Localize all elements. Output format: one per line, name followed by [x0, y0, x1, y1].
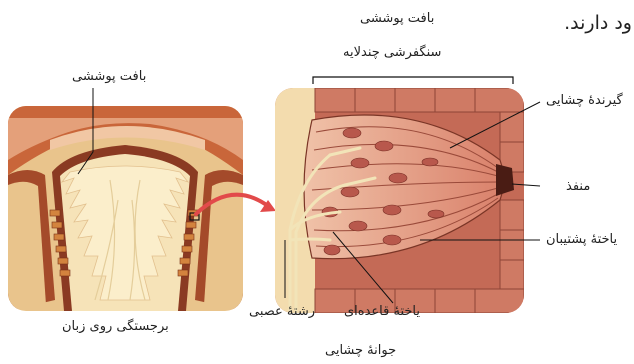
heading-fragment: ود دارند.	[564, 14, 632, 33]
papilla-label: برجستگی روی زبان	[62, 320, 169, 333]
tongue-papilla-illustration	[8, 106, 243, 311]
epithelium-left-label: بافت پوششی	[72, 70, 146, 83]
taste-bud-label: جوانهٔ چشایی	[325, 344, 396, 357]
epithelium-top-bracket	[313, 77, 513, 84]
pore-label: منفذ	[566, 180, 590, 193]
gustatory-receptor-label: گیرندهٔ چشایی	[546, 94, 623, 107]
nerve-fiber-label: رشتهٔ عصبی	[249, 305, 315, 318]
epithelium-top-label-line1: بافت پوششی	[360, 12, 434, 25]
supporting-cell-label: یاختهٔ پشتیبان	[546, 233, 617, 246]
epithelium-top-label-line2: سنگفرشی چندلایه	[343, 46, 441, 59]
taste-bud-illustration	[275, 88, 524, 313]
basal-cell-label: یاختهٔ قاعده‌ای	[344, 305, 420, 318]
